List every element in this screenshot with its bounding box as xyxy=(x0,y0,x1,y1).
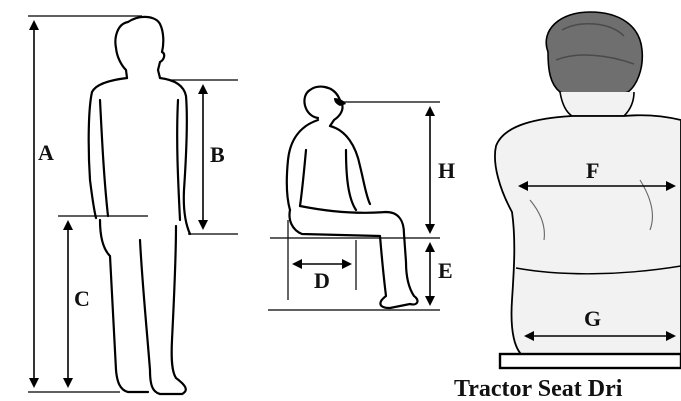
label-f: F xyxy=(586,158,599,183)
standing-figure xyxy=(89,17,190,394)
label-e: E xyxy=(438,258,453,283)
label-g: G xyxy=(584,306,601,331)
label-c: C xyxy=(74,286,90,311)
seated-figure xyxy=(287,87,418,308)
label-b: B xyxy=(210,142,225,167)
tractor-seat xyxy=(500,354,681,368)
label-a: A xyxy=(38,140,54,165)
label-h: H xyxy=(438,158,455,183)
label-d: D xyxy=(314,268,330,293)
caption-text: Tractor Seat Dri xyxy=(454,376,623,401)
